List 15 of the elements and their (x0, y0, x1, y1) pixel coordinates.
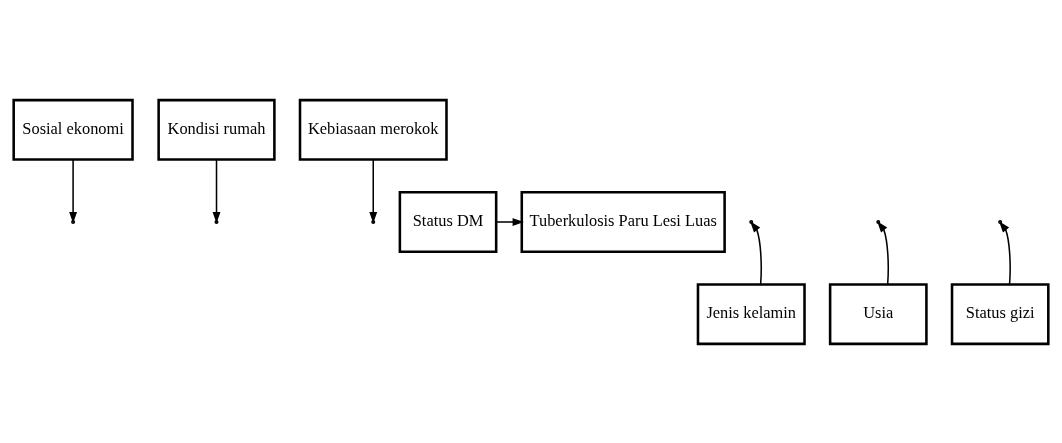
node-box: Status gizi (950, 282, 1050, 345)
arrow (999, 220, 1011, 285)
node-box: Jenis kelamin (696, 282, 806, 345)
node-box: Status DM (398, 190, 498, 253)
arrow (369, 158, 378, 223)
node-box: Kondisi rumah (157, 98, 276, 161)
node-box: Kebiasaan merokok (298, 98, 448, 161)
arrow (495, 217, 524, 226)
arrow (212, 158, 221, 223)
node-box: Usia (828, 282, 928, 345)
node-box: Sosial ekonomi (12, 98, 134, 161)
arrow (750, 220, 762, 285)
arrow (69, 158, 78, 223)
arrow (877, 220, 890, 285)
node-box: Tuberkulosis Paru Lesi Luas (520, 190, 726, 253)
